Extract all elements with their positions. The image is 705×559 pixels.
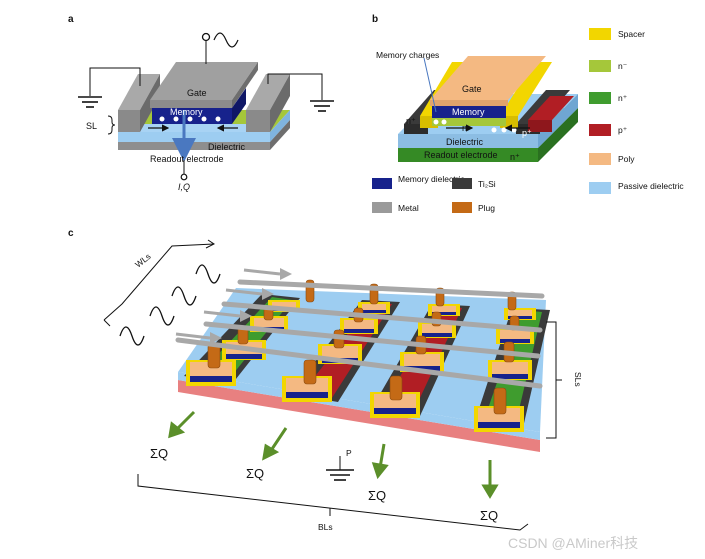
- memory-cells: [186, 300, 536, 432]
- legend-swatch-memory-dielectric: [372, 178, 392, 189]
- memory-cell: [488, 360, 532, 380]
- bls-bracket: [137, 474, 529, 531]
- legend-swatch-metal: [372, 202, 392, 213]
- panel-c: c: [68, 228, 583, 532]
- legend-label-ti2si: Ti₂Si: [478, 179, 496, 189]
- gate-block: [150, 62, 258, 100]
- substrate-dielectric: [178, 372, 540, 440]
- legend-swatch-n-minus: [589, 60, 611, 72]
- wls-label: WLs: [133, 251, 153, 269]
- sine-wave-icon: [119, 326, 145, 346]
- legend-swatch-n-plus: [589, 92, 611, 104]
- memory-cell: [358, 302, 390, 314]
- sls-bracket: [546, 321, 557, 439]
- legend-label-n-minus: n⁻: [618, 61, 628, 71]
- legend-label-poly: Poly: [618, 154, 635, 164]
- legend-swatch-passive-dielectric: [589, 182, 611, 194]
- p-plus-label-b: p⁺: [522, 128, 532, 138]
- panel-c-letter: c: [68, 228, 74, 239]
- sine-wave-icon: [213, 32, 239, 48]
- legend-swatch-spacer: [589, 28, 611, 40]
- panel-a: a: [68, 14, 334, 192]
- sigma-q-label-4: ΣQ: [480, 508, 498, 523]
- sl-label: SL: [86, 121, 97, 131]
- sigma-q-label-3: ΣQ: [368, 488, 386, 503]
- dielectric-label-a: Dielectric: [208, 142, 246, 152]
- sine-wave-icon: [171, 286, 197, 306]
- n-plus-left-label: n⁺: [406, 116, 416, 126]
- dielectric-label-b: Dielectric: [446, 137, 484, 147]
- memory-cell: [496, 328, 534, 344]
- readout-electrode-label-b: Readout electrode: [424, 150, 498, 160]
- ground-icon: [310, 100, 334, 112]
- memory-block: [152, 108, 232, 124]
- readout-electrode-label-a: Readout electrode: [150, 154, 224, 164]
- legend-label-memory-dielectric: Memory dielectric: [398, 174, 465, 184]
- memory-cell: [504, 308, 536, 320]
- memory-label-a: Memory: [170, 107, 203, 117]
- ground-icon: [326, 469, 354, 481]
- legend-swatch-ti2si: [452, 178, 472, 189]
- wl-inputs: [119, 264, 292, 346]
- panel-a-letter: a: [68, 14, 74, 25]
- panel-b: b: [372, 14, 578, 162]
- gate-terminal: [201, 32, 211, 42]
- substrate-pink: [178, 380, 540, 452]
- memory-cell: [418, 322, 456, 338]
- bl-output-arrows: [168, 410, 499, 499]
- readout-terminal: [180, 173, 188, 181]
- panel-b-device: [398, 56, 578, 162]
- panel-b-letter: b: [372, 14, 378, 25]
- legend-swatch-p-plus: [589, 124, 611, 136]
- sigma-q-label-2: ΣQ: [246, 466, 264, 481]
- gate-label-b: Gate: [462, 84, 482, 94]
- sls-label: SLs: [573, 372, 583, 387]
- iq-label: I,Q: [178, 182, 190, 192]
- memory-charges-pointer: [423, 57, 437, 113]
- ground-icon: [78, 96, 102, 108]
- legend-label-metal: Metal: [398, 203, 419, 213]
- legend-swatch-poly: [589, 153, 611, 165]
- sl-brace: [107, 115, 116, 135]
- wls-bracket: [103, 243, 215, 321]
- legend-label-n-plus: n⁺: [618, 93, 628, 103]
- memory-charges-label: Memory charges: [376, 50, 439, 60]
- legend-label-p-plus: p⁺: [618, 125, 628, 135]
- gate-label-a: Gate: [187, 88, 207, 98]
- memory-block-b: [432, 106, 506, 118]
- legend-label-spacer: Spacer: [618, 29, 645, 39]
- legend-label-passive-dielectric: Passive dielectric: [618, 181, 684, 191]
- watermark: CSDN @AMiner科技: [508, 535, 638, 551]
- memory-label-b: Memory: [452, 107, 485, 117]
- bls-label: BLs: [318, 522, 333, 532]
- memory-cell: [340, 318, 378, 334]
- sine-wave-icon: [149, 306, 175, 326]
- memory-cell: [474, 406, 524, 432]
- n-plus-bottom-label: n⁺: [510, 152, 520, 162]
- memory-charges: [159, 116, 221, 122]
- sigma-q-label-1: ΣQ: [150, 446, 168, 461]
- n-label-b: n: [462, 123, 467, 133]
- sine-wave-icon: [195, 264, 221, 284]
- legend: Spacer n⁻ n⁺ p⁺ Poly Passive dielectric …: [372, 28, 684, 213]
- word-lines: [175, 279, 545, 389]
- p-label: P: [346, 448, 352, 458]
- legend-label-plug: Plug: [478, 203, 495, 213]
- legend-swatch-plug: [452, 202, 472, 213]
- panel-a-device: [118, 62, 290, 162]
- poly-gate: [430, 56, 546, 100]
